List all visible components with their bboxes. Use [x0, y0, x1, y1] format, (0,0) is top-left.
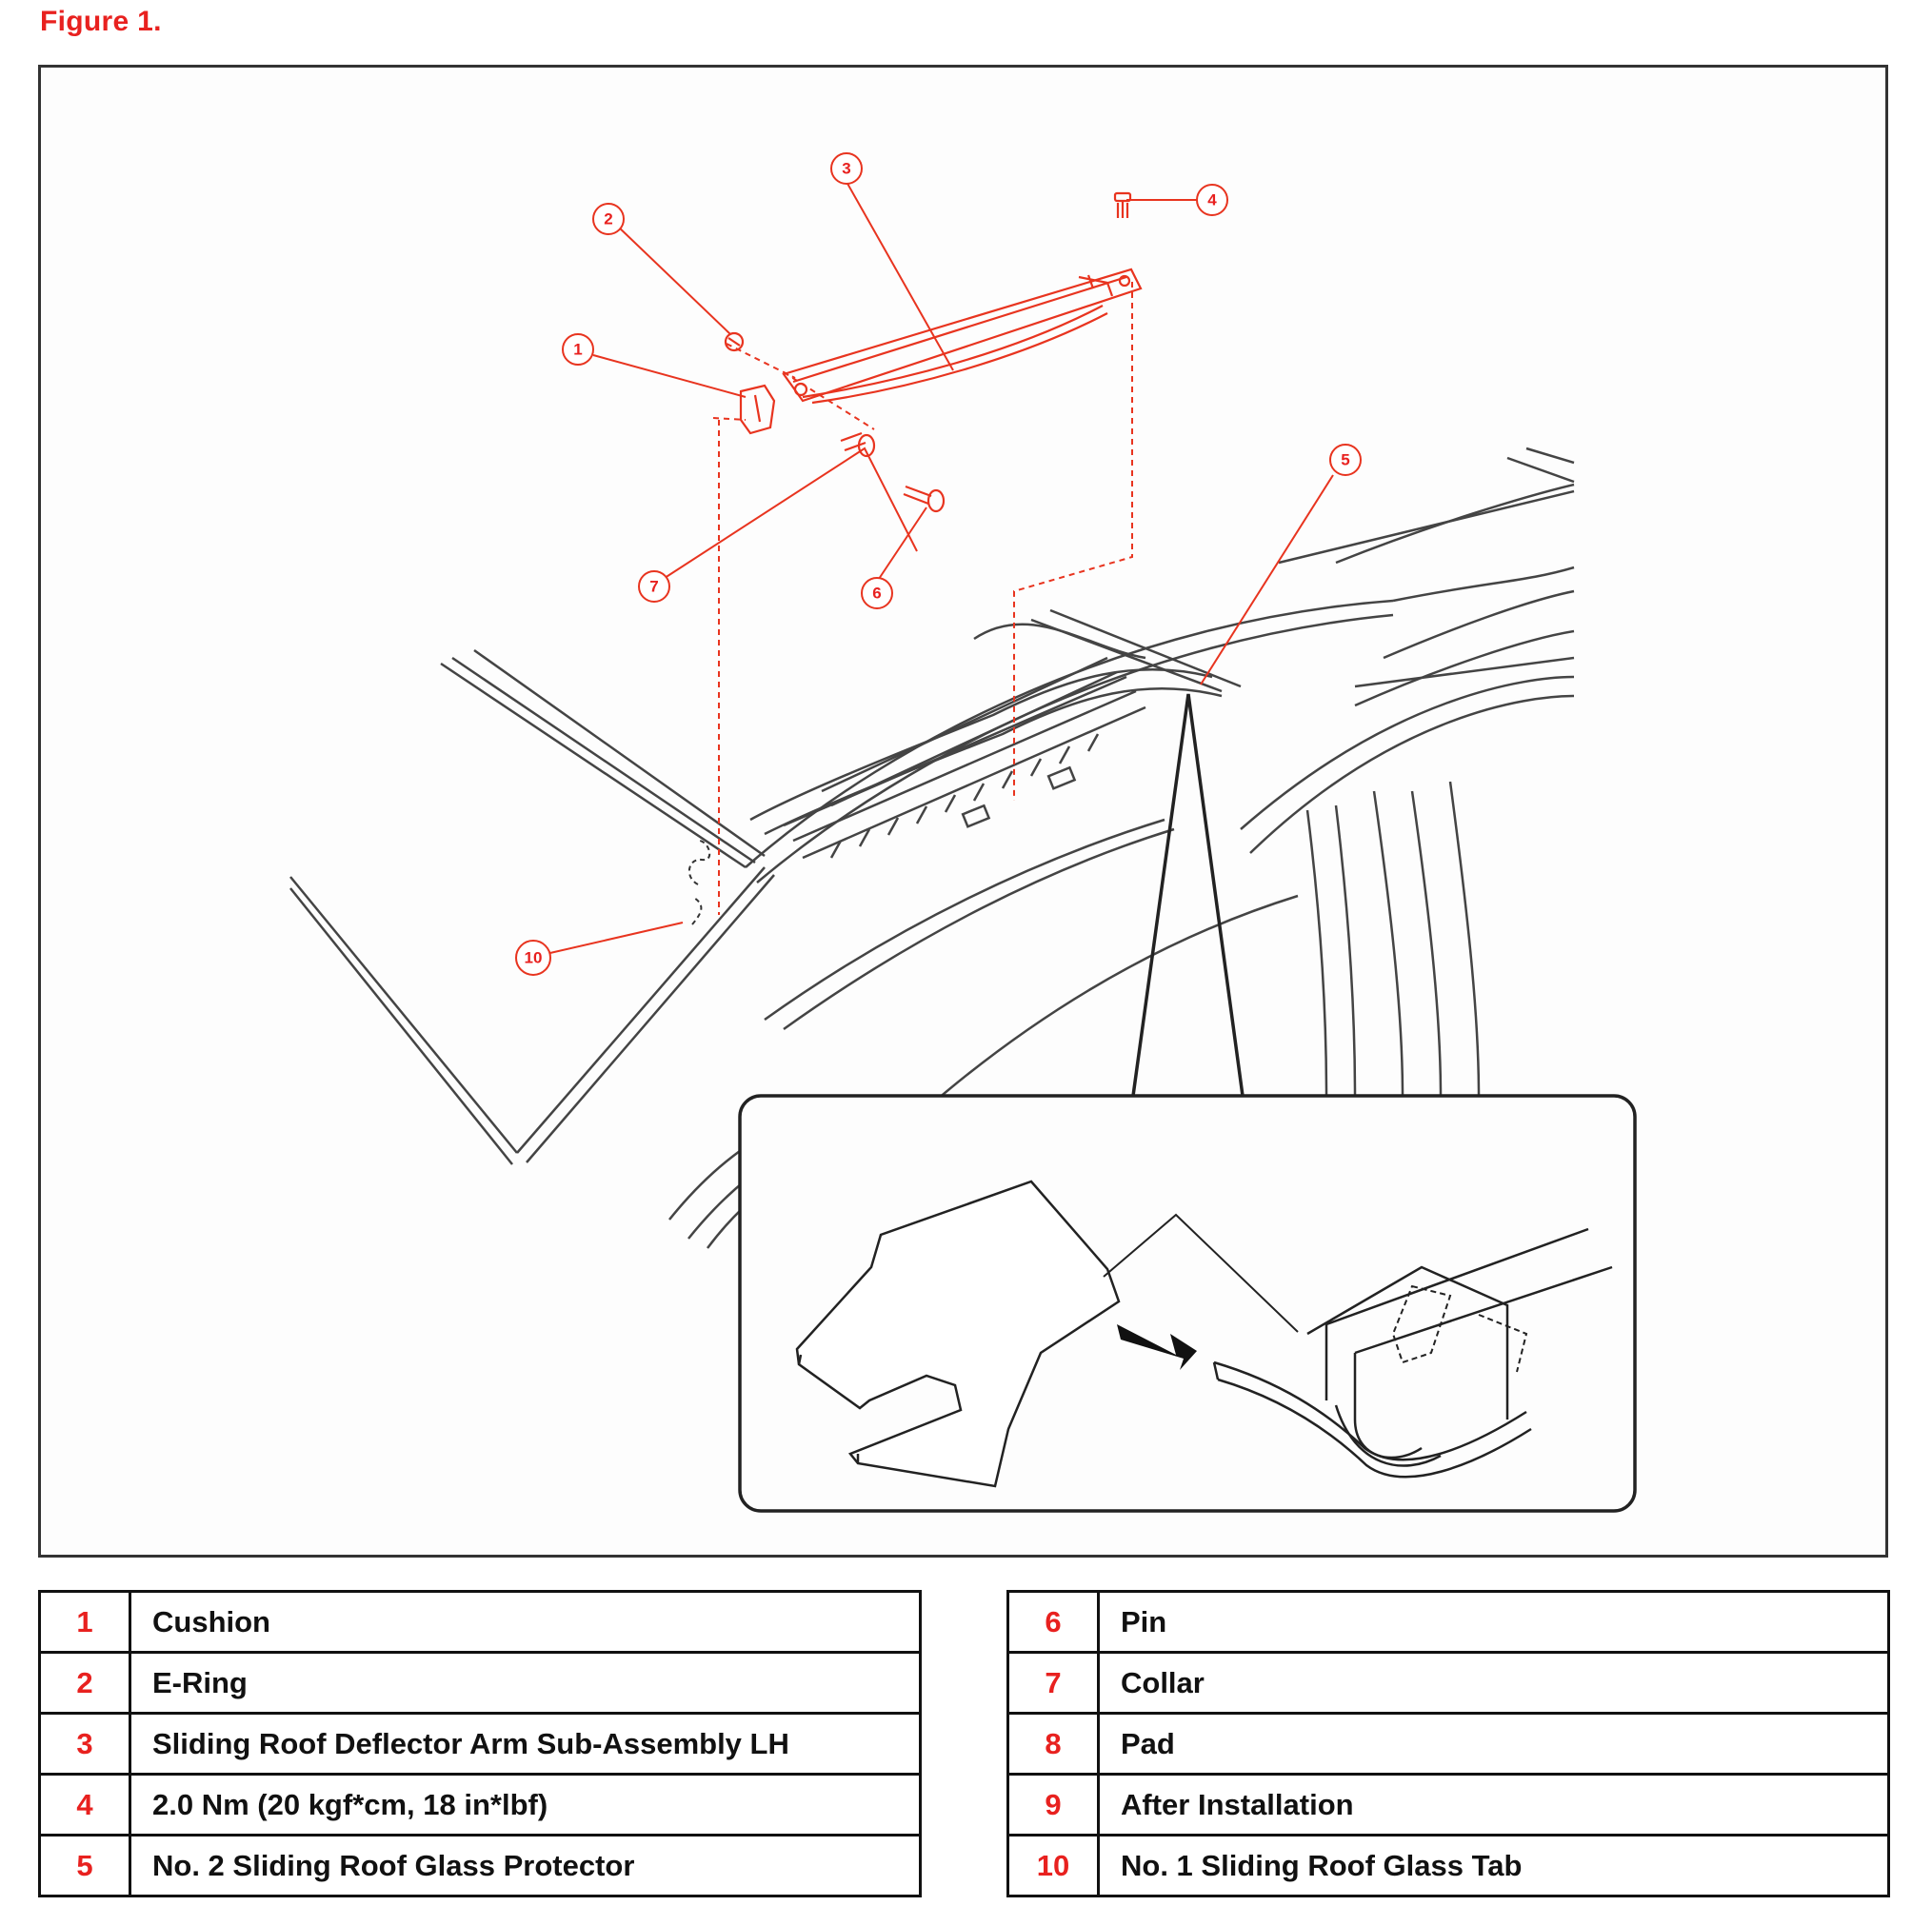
callout-1: 1 [573, 341, 582, 359]
legend-num: 7 [1006, 1651, 1100, 1715]
deflector-arm [782, 268, 1143, 405]
legend-num: 9 [1006, 1773, 1100, 1837]
callout-6: 6 [872, 585, 881, 603]
pin-leader [876, 506, 927, 583]
callout-3: 3 [842, 160, 850, 178]
pad-pointer-lines [1103, 1213, 1299, 1333]
pin [903, 485, 946, 513]
installed-pad-drawing [1212, 1227, 1613, 1479]
legend-num: 1 [38, 1590, 131, 1654]
legend-num: 4 [38, 1773, 131, 1837]
legend-label: No. 2 Sliding Roof Glass Protector [129, 1834, 922, 1897]
cushion [739, 384, 776, 435]
callout-5: 5 [1341, 451, 1349, 469]
legend-label: E-Ring [129, 1651, 922, 1715]
legend-num: 3 [38, 1712, 131, 1776]
glass-tab-outline [687, 840, 711, 925]
legend-num: 2 [38, 1651, 131, 1715]
installed-pad-hidden [1391, 1284, 1528, 1373]
legend-label: Pad [1097, 1712, 1890, 1776]
collar [840, 431, 876, 458]
pad-drawing [795, 1180, 1121, 1488]
callout-circles [515, 152, 1495, 1214]
legend-label: No. 1 Sliding Roof Glass Tab [1097, 1834, 1890, 1897]
insert-arrow [1117, 1324, 1197, 1370]
bolt [1113, 191, 1132, 218]
callout-2: 2 [604, 210, 612, 228]
roof-rail [783, 675, 1146, 860]
e-ring [724, 331, 745, 352]
legend-num: 8 [1006, 1712, 1100, 1776]
assembly-guides [712, 282, 1133, 915]
exploded-view-diagram: 1 2 3 4 5 6 7 8 9 10 [289, 152, 1637, 1513]
legend-num: 6 [1006, 1590, 1100, 1654]
legend-num: 5 [38, 1834, 131, 1897]
roof-body-outline [289, 447, 1575, 1249]
legend-label: 2.0 Nm (20 kgf*cm, 18 in*lbf) [129, 1773, 922, 1837]
legend-num: 10 [1006, 1834, 1100, 1897]
legend-label: Cushion [129, 1590, 922, 1654]
legend-label: After Installation [1097, 1773, 1890, 1837]
figure-title: Figure 1. [40, 6, 162, 37]
leader-lines [541, 181, 1334, 956]
callout-7: 7 [649, 578, 658, 596]
legend-label: Pin [1097, 1590, 1890, 1654]
diagram-frame: 1 2 3 4 5 6 7 8 9 10 [38, 65, 1888, 1558]
callout-4: 4 [1207, 191, 1217, 209]
callout-10: 10 [525, 949, 543, 967]
legend-label: Sliding Roof Deflector Arm Sub-Assembly … [129, 1712, 922, 1776]
legend-label: Collar [1097, 1651, 1890, 1715]
